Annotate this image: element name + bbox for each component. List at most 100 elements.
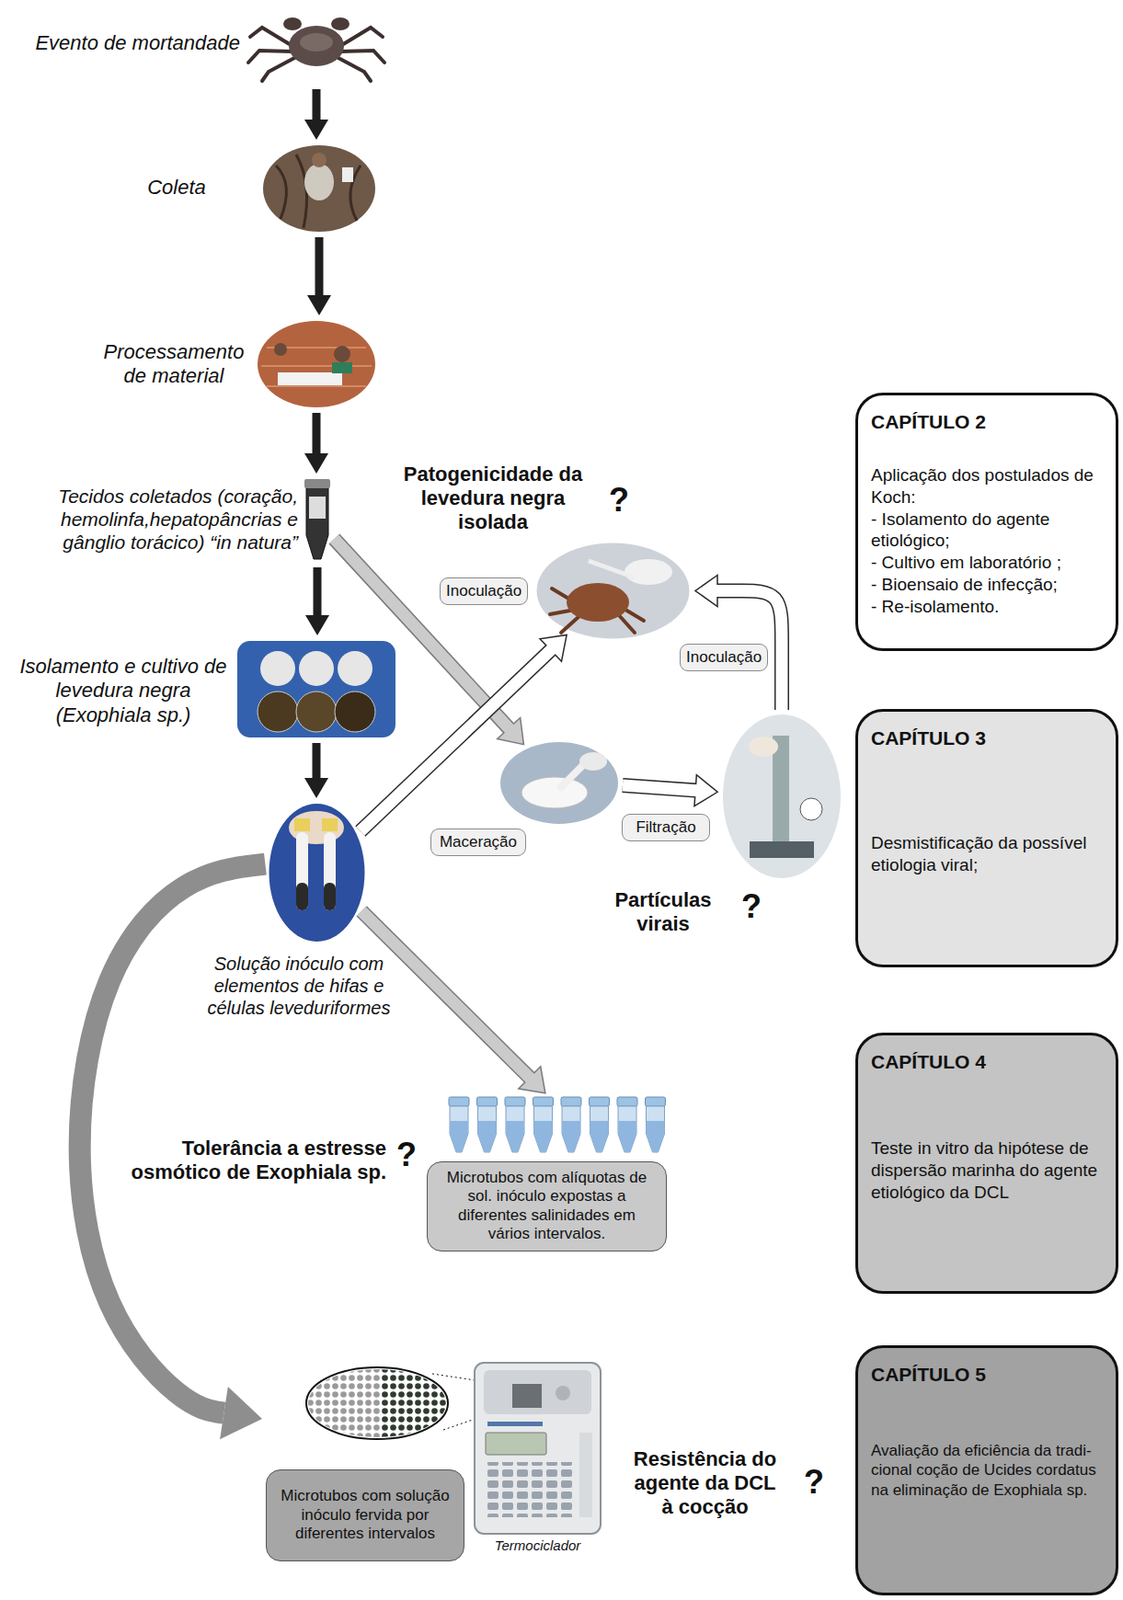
glove — [748, 736, 779, 757]
boiling-test: Microtubos com solução inóculo fervida p… — [265, 1363, 601, 1564]
photo-caption: Isolamento e cultivo de levedura negra (… — [16, 654, 230, 728]
question-heading: Tolerância a estresse osmótico de Exophi… — [110, 1136, 387, 1185]
connector — [333, 538, 510, 730]
microtube — [477, 1097, 498, 1153]
arrowhead — [305, 615, 330, 636]
keypad — [485, 1462, 574, 1518]
person-head — [311, 152, 327, 168]
photo-caption: Coleta — [119, 175, 234, 200]
chapter-text: - Cultivo em laboratório ; — [870, 551, 1105, 574]
culture-plate — [296, 691, 337, 733]
test-tube — [323, 832, 336, 911]
microtube — [504, 1097, 526, 1153]
gauge — [800, 798, 823, 821]
microtube — [617, 1097, 638, 1153]
person-head — [274, 343, 287, 356]
connector-group — [360, 634, 567, 832]
plate-lid — [337, 651, 373, 687]
connector-group — [333, 538, 524, 745]
tube-label — [309, 496, 326, 519]
inoculum-photo: Solução inóculo com elementos de hifas e… — [268, 803, 366, 942]
chapter-heading: CAPÍTULO 4 — [870, 1050, 1105, 1074]
thermocycler — [474, 1363, 601, 1535]
step-tag: Maceração — [430, 828, 527, 857]
glove — [579, 752, 608, 771]
question-heading: Resistência do agente da DCL à cocção — [629, 1447, 781, 1520]
photo-caption: Evento de mortandade — [4, 31, 241, 56]
connector-group — [307, 237, 332, 316]
microtube — [448, 1097, 470, 1153]
photo-frame — [237, 641, 396, 738]
chapter-box: CAPÍTULO 2 Aplicação dos postulados de Ko… — [855, 392, 1119, 652]
glove — [624, 559, 673, 585]
tube-cap — [321, 818, 338, 832]
chapter-heading: CAPÍTULO 5 — [870, 1363, 1105, 1387]
mortar — [521, 777, 588, 809]
bucket — [342, 167, 354, 183]
connector — [312, 89, 321, 120]
chapter-text: - Re-isolamento. — [870, 595, 1105, 619]
display — [485, 1432, 547, 1456]
connector-group — [304, 89, 329, 140]
chapter-text: Avaliação da eficiência da tradi- cional… — [870, 1441, 1105, 1501]
processing-photo: Processamento de material — [257, 320, 376, 408]
question-mark: ? — [798, 1466, 830, 1500]
liquid — [296, 882, 309, 911]
collection-photo: Coleta — [263, 145, 376, 232]
microtube — [645, 1097, 666, 1153]
photo-oval — [537, 543, 690, 640]
microtube — [533, 1097, 554, 1153]
pump-base — [749, 841, 814, 859]
arrowhead — [695, 575, 718, 608]
person — [332, 362, 353, 374]
thermocycler-lid — [483, 1370, 592, 1415]
chapter-heading: CAPÍTULO 2 — [870, 410, 1105, 434]
plate-lid — [260, 651, 296, 687]
chapter-text: Aplicação dos postulados de Koch: — [870, 464, 1105, 509]
photo-oval — [500, 742, 619, 825]
question-heading: Patogenicidade da levedura negra isolada — [391, 462, 595, 535]
connector — [312, 412, 321, 454]
side-panel — [579, 1432, 593, 1518]
note-box: Microtubos com solução inóculo fervida p… — [265, 1469, 465, 1562]
culture-plate — [334, 691, 376, 733]
crab-photo: Evento de mortandade — [247, 4, 386, 84]
device-label: Termociclador — [474, 1537, 601, 1555]
inoculation-photo: Patogenicidade da levedura negra isolada… — [536, 542, 690, 640]
connector-group — [304, 743, 329, 799]
arrowhead — [307, 295, 332, 316]
chapter-text: Desmistificação da possível etiologia vi… — [870, 832, 1105, 877]
maceration-photo: Maceração — [500, 742, 619, 825]
microtube — [561, 1097, 582, 1153]
filtration-photo: Partículas virais? — [722, 714, 841, 879]
note-box: Microtubos com alíquotas de sol. inóculo… — [426, 1161, 667, 1252]
thermocycler-window — [512, 1384, 542, 1409]
connector — [360, 649, 552, 832]
well-grid — [379, 1367, 454, 1440]
photo-oval — [257, 320, 376, 408]
chapter-box: CAPÍTULO 3 Desmistificação da possível et… — [855, 709, 1119, 968]
edge-label: Inoculação — [679, 643, 768, 672]
crab-claw — [283, 17, 302, 31]
chapter-text: - Isolamento do agente etiológico; — [870, 508, 1105, 553]
photo-caption: Solução inóculo com elementos de hifas e… — [188, 952, 410, 1020]
connector-group — [304, 412, 329, 474]
connector-group — [695, 575, 782, 711]
chapter-text: Teste in vitro da hipótese de dispersão … — [870, 1137, 1105, 1204]
edge-label: Inoculação — [439, 577, 528, 606]
connector-group — [622, 775, 718, 807]
crab-body — [566, 583, 630, 622]
connector — [315, 237, 324, 296]
crab-claw — [331, 17, 350, 31]
well-grid — [306, 1367, 380, 1440]
connector — [361, 911, 531, 1079]
edge-label: Filtração — [621, 813, 711, 842]
tube — [306, 487, 329, 560]
person-head — [333, 345, 351, 363]
crab-body — [288, 25, 344, 67]
knob — [555, 1386, 571, 1401]
liquid — [323, 882, 336, 911]
tube-photo: Tecidos coletados (coração, hemolinfa,he… — [303, 479, 332, 562]
chapter-heading: CAPÍTULO 3 — [870, 726, 1105, 750]
